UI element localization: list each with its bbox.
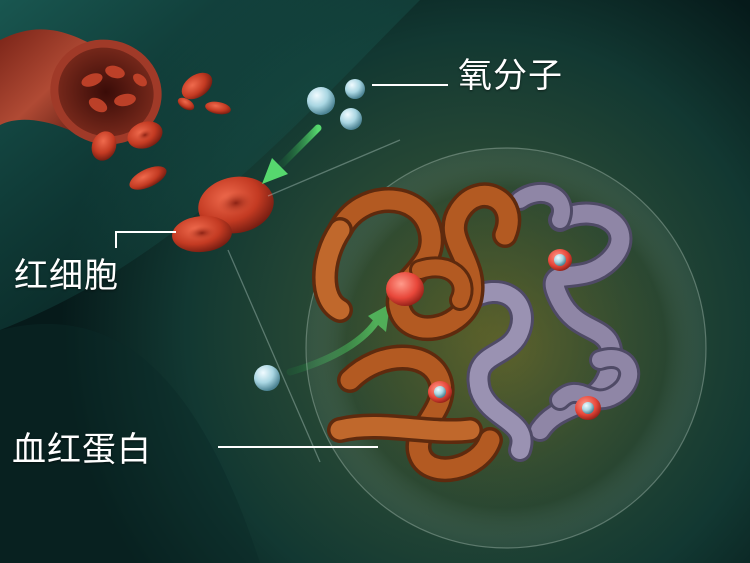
zoom-callout-lines <box>227 139 401 463</box>
hemoglobin-molecule <box>312 182 641 483</box>
label-red-blood-cell: 红细胞 <box>14 256 119 296</box>
arrow-oxygen-to-cell <box>262 124 322 184</box>
label-hemoglobin: 血红蛋白 <box>12 430 152 470</box>
heme-group <box>386 272 424 306</box>
label-oxygen-molecule: 氧分子 <box>458 56 563 96</box>
heme-groups <box>386 249 601 420</box>
globin-chain-purple <box>458 182 641 462</box>
globin-chain-orange <box>312 182 522 483</box>
leader-lines <box>115 84 448 448</box>
escaping-red-cells <box>91 72 231 190</box>
oxygen-molecules <box>254 79 365 391</box>
background-shadow-band <box>0 323 260 563</box>
red-blood-cell <box>172 176 274 253</box>
free-oxygen-molecule <box>254 365 280 391</box>
blood-vessel <box>0 29 162 145</box>
leader-line-red-blood-cell <box>115 231 176 248</box>
vessel-cells-inside <box>81 65 147 113</box>
